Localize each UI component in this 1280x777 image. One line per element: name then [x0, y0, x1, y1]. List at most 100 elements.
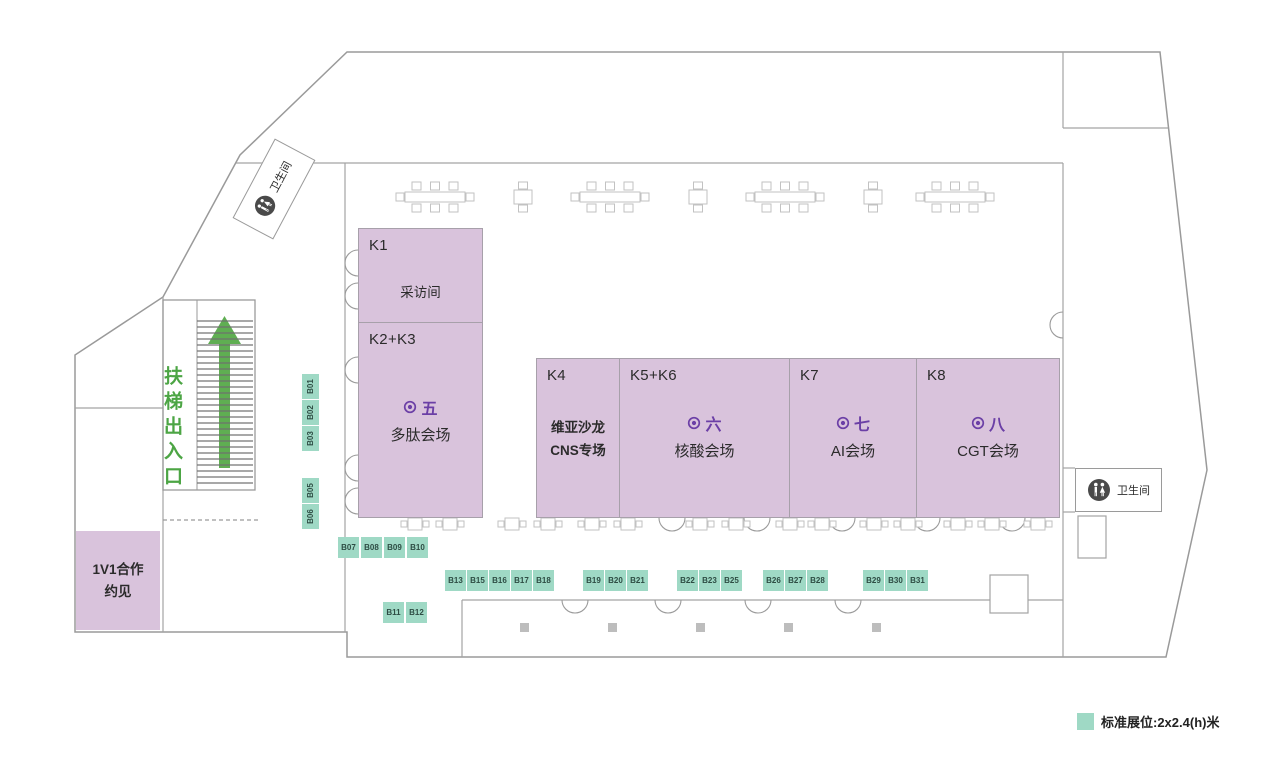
booth-label: B23 [702, 576, 717, 585]
session-numeral: 六 [705, 417, 722, 434]
booth-label: B17 [514, 576, 529, 585]
booth-b02: B02 [302, 400, 319, 425]
booth-b19: B19 [583, 570, 604, 591]
escalator-label: 扶梯出入口 [161, 366, 182, 491]
booth-label: B03 [306, 431, 315, 446]
booth-b26: B26 [763, 570, 784, 591]
room-id: K5+K6 [630, 367, 677, 384]
booth-label: B30 [888, 576, 903, 585]
restroom-top-left: 卫生间 [232, 138, 316, 240]
session-numeral: 八 [988, 417, 1005, 434]
booth-label: B08 [364, 543, 379, 552]
booth-b31: B31 [907, 570, 928, 591]
legend-label: 标准展位:2x2.4(h)米 [1101, 715, 1220, 730]
booth-b16: B16 [489, 570, 510, 591]
booth-label: B16 [492, 576, 507, 585]
booth-b13: B13 [445, 570, 466, 591]
booth-b09: B09 [384, 537, 405, 558]
room-k8-cgt-hall: K8 八 CGT会场 [917, 358, 1060, 518]
restroom-label: 卫生间 [1117, 485, 1150, 497]
room-id: K4 [547, 367, 566, 384]
booth-b06: B06 [302, 504, 319, 529]
booth-label: B12 [409, 608, 424, 617]
room-name-line2: CNS专场 [550, 442, 606, 458]
session-icon [404, 400, 417, 414]
booth-b20: B20 [605, 570, 626, 591]
room-id: K1 [369, 237, 388, 254]
booth-b01: B01 [302, 374, 319, 399]
session-number: 六 [620, 411, 789, 435]
room-name: 多肽会场 [390, 427, 451, 444]
booth-label: B13 [448, 576, 463, 585]
booth-label: B06 [306, 509, 315, 524]
restroom-label: 卫生间 [268, 159, 295, 195]
room-id: K8 [927, 367, 946, 384]
booth-b10: B10 [407, 537, 428, 558]
booth-label: B19 [586, 576, 601, 585]
session-icon [836, 416, 850, 430]
booth-label: B01 [306, 379, 315, 394]
room-label-group: 维亚沙龙 CNS专场 [537, 417, 619, 463]
booth-b17: B17 [511, 570, 532, 591]
escalator [162, 299, 258, 521]
session-number: 八 [917, 411, 1059, 435]
booth-b27: B27 [785, 570, 806, 591]
booth-label: B02 [306, 405, 315, 420]
room-label-group: 五 多肽会场 [359, 395, 482, 445]
room-label-group: 六 核酸会场 [620, 411, 789, 461]
legend-booth-swatch [1077, 713, 1094, 730]
booth-b15: B15 [467, 570, 488, 591]
room-name: 核酸会场 [674, 443, 735, 460]
booth-b23: B23 [699, 570, 720, 591]
room-name-line1: 维亚沙龙 [551, 420, 605, 435]
room-id: K2+K3 [369, 331, 416, 348]
booth-label: B18 [536, 576, 551, 585]
booth-label: B20 [608, 576, 623, 585]
booth-label: B07 [341, 543, 356, 552]
booth-label: B05 [306, 483, 315, 498]
booth-b30: B30 [885, 570, 906, 591]
session-number: 七 [790, 411, 916, 435]
booth-label: B15 [470, 576, 485, 585]
room-k2k3-peptide-hall: K2+K3 五 多肽会场 [358, 322, 483, 518]
restroom-icon [1088, 479, 1110, 501]
restroom-right: 卫生间 [1075, 468, 1162, 512]
booth-label: B26 [766, 576, 781, 585]
outer-wall [74, 51, 1208, 658]
room-1v1-meeting: 1V1合作 约见 [76, 531, 160, 630]
room-id: K7 [800, 367, 819, 384]
meeting-label-line1: 1V1合作 [92, 561, 144, 577]
booth-label: B28 [810, 576, 825, 585]
booth-label: B25 [724, 576, 739, 585]
booth-b03: B03 [302, 426, 319, 451]
booth-b05: B05 [302, 478, 319, 503]
room-label-group: 八 CGT会场 [917, 411, 1059, 461]
booth-b07: B07 [338, 537, 359, 558]
booth-label: B29 [866, 576, 881, 585]
booth-b28: B28 [807, 570, 828, 591]
booth-label: B27 [788, 576, 803, 585]
session-number: 五 [359, 395, 482, 419]
booth-b18: B18 [533, 570, 554, 591]
booth-b11: B11 [383, 602, 404, 623]
room-name: CGT会场 [957, 443, 1019, 460]
room-k5k6-nucleic-acid-hall: K5+K6 六 核酸会场 [620, 358, 790, 518]
booth-b29: B29 [863, 570, 884, 591]
right-side-structures [989, 467, 1107, 614]
meeting-label-line2: 约见 [104, 583, 132, 599]
booth-b12: B12 [406, 602, 427, 623]
room-k1-interview: K1 采访间 [358, 228, 483, 322]
session-numeral: 五 [421, 401, 438, 418]
booth-label: B22 [680, 576, 695, 585]
session-numeral: 七 [853, 417, 870, 434]
booth-label: B10 [410, 543, 425, 552]
room-label-group: 采访间 [359, 281, 482, 301]
booth-b22: B22 [677, 570, 698, 591]
structural-columns [520, 623, 881, 632]
booth-b25: B25 [721, 570, 742, 591]
room-k4-cns-salon: K4 维亚沙龙 CNS专场 [536, 358, 620, 518]
booth-label: B09 [387, 543, 402, 552]
